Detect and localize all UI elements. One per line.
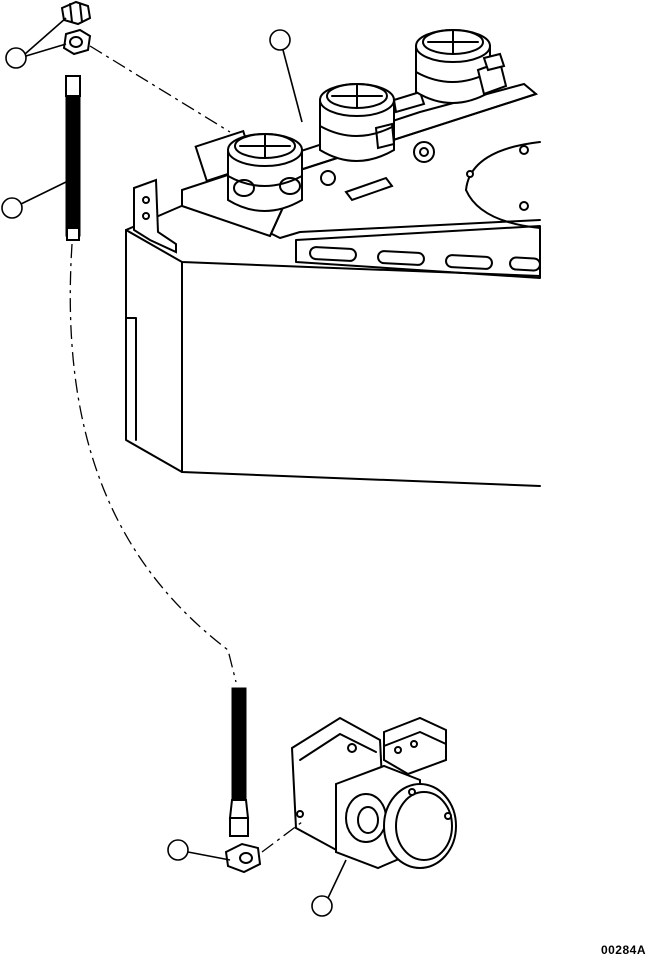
callout-lower-elbow — [167, 839, 231, 861]
callout-pump — [311, 859, 347, 917]
top-elbow-fitting — [60, 0, 92, 26]
tank-body — [125, 178, 541, 487]
upper-hose — [65, 75, 81, 241]
top-connector-fitting — [62, 28, 92, 56]
callout-top-fittings — [5, 17, 67, 69]
relay-valve-middle — [319, 83, 426, 162]
hydraulic-pump — [290, 716, 457, 870]
lower-elbow-fitting — [224, 842, 262, 874]
relay-valve-left — [227, 133, 303, 212]
callout-relay-valves — [269, 29, 303, 123]
routing-lines — [69, 45, 303, 853]
relay-valve-right — [415, 29, 508, 104]
callout-upper-hose — [1, 181, 67, 219]
figure-code: 00284A — [600, 943, 646, 957]
lower-hose — [228, 687, 250, 837]
tank-cover-plate — [465, 141, 541, 229]
